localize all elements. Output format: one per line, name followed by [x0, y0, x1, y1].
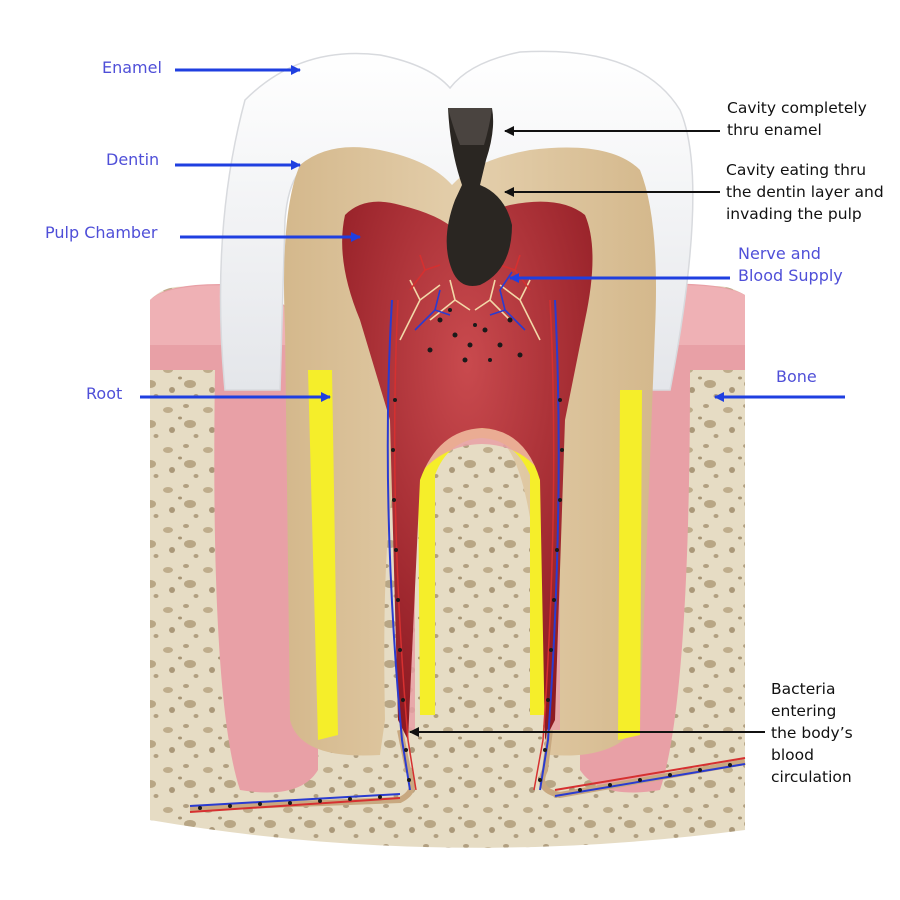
bacteria-dots — [198, 308, 732, 810]
annotation-cavity-enamel: Cavity completely thru enamel — [727, 99, 872, 139]
nerve-branches — [399, 254, 541, 341]
annotation-bacteria: Bacteria entering the body’s blood circu… — [771, 680, 858, 786]
root-canals — [189, 299, 746, 813]
annotation-cavity-dentin: Cavity eating thru the dentin layer and … — [726, 161, 889, 223]
label-dentin: Dentin — [106, 150, 159, 169]
annotation-arrows — [409, 126, 765, 737]
cavity — [446, 108, 512, 286]
label-nerve-blood-supply: Nerve and Blood Supply — [738, 244, 843, 285]
root-band-left — [308, 370, 338, 740]
label-enamel: Enamel — [102, 58, 162, 77]
label-pulp-chamber: Pulp Chamber — [45, 223, 158, 242]
label-arrows — [140, 65, 845, 402]
pulp-chamber — [342, 201, 593, 740]
label-bone: Bone — [776, 367, 817, 386]
root-band-right — [618, 390, 642, 740]
label-root: Root — [86, 384, 122, 403]
